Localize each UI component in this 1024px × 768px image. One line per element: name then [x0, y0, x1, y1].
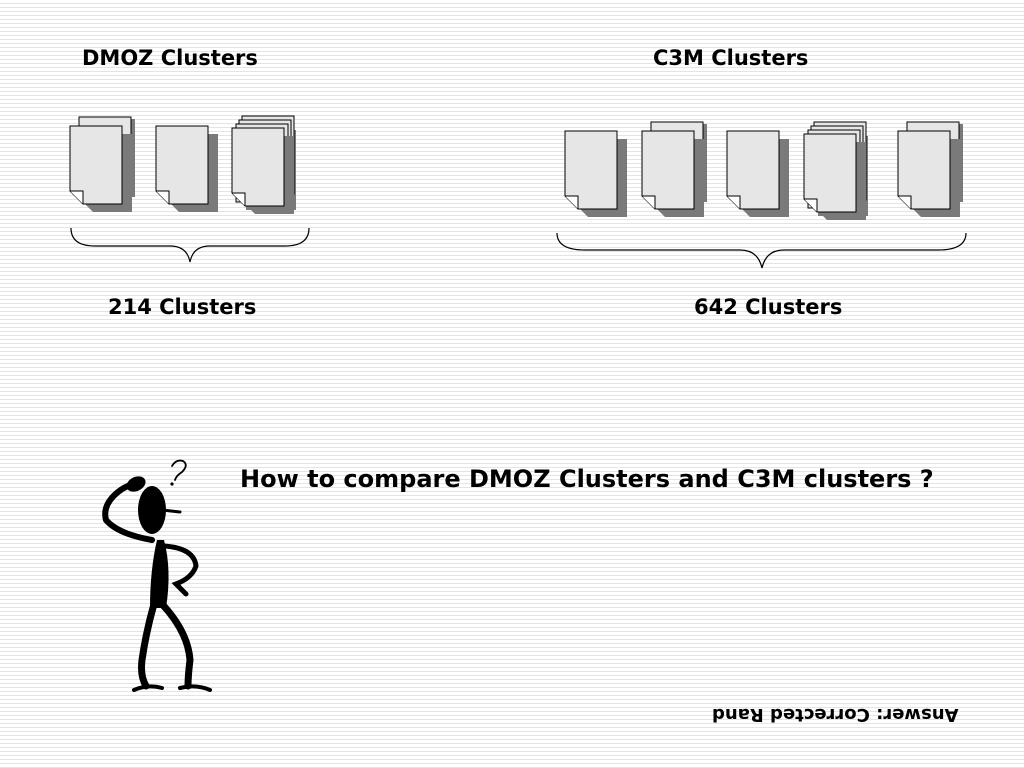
dmoz-clusters-title: DMOZ Clusters [82, 46, 258, 70]
document-icon [155, 125, 219, 213]
dmoz-cluster-count: 214 Clusters [108, 295, 257, 319]
comparison-question: How to compare DMOZ Clusters and C3M clu… [240, 465, 934, 493]
curly-brace-icon [556, 232, 967, 269]
document-stack-icon [897, 121, 964, 218]
document-stack-icon [803, 121, 869, 221]
document-icon [564, 130, 628, 218]
c3m-clusters-title: C3M Clusters [653, 46, 809, 70]
document-stack-icon [231, 115, 297, 215]
dmoz-cluster-documents [69, 115, 297, 215]
c3m-cluster-documents [564, 121, 964, 221]
document-icon [726, 130, 790, 218]
document-stack-icon [69, 116, 136, 213]
curly-brace-icon [70, 227, 310, 263]
document-stack-icon [641, 121, 708, 218]
thinking-person-icon [102, 459, 212, 692]
c3m-cluster-count: 642 Clusters [694, 295, 843, 319]
